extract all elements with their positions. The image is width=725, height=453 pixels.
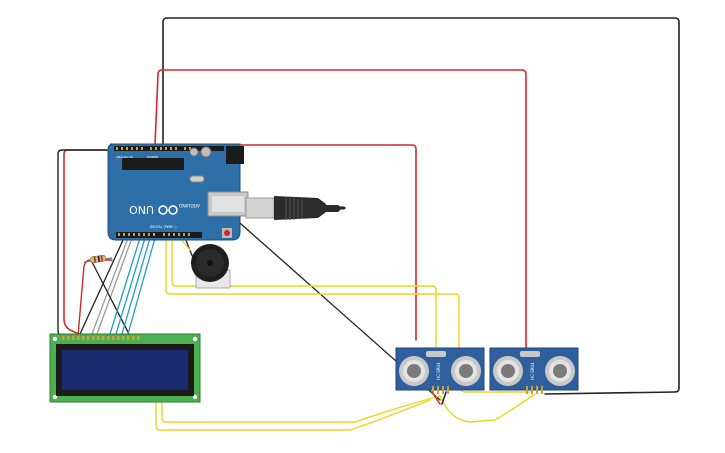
transducer-icon xyxy=(399,356,429,386)
wire-blue-3[interactable] xyxy=(121,237,151,335)
wire-gray-2[interactable] xyxy=(96,237,133,335)
ultrasonic-sensor-1[interactable]: HC-SR04 xyxy=(395,347,485,394)
wire-yellow-4[interactable] xyxy=(161,339,441,423)
digital-header-label: DIGITAL (PWM~) xyxy=(150,225,176,229)
board-brand-label: ARDUINO xyxy=(178,202,200,208)
wire-blue-4[interactable] xyxy=(127,237,156,335)
ultrasonic-sensor-2[interactable]: HC-SR04 xyxy=(489,347,579,394)
microcontroller-chip xyxy=(122,158,184,170)
wire-red-sensor1[interactable] xyxy=(149,144,417,341)
wire-black-loop[interactable] xyxy=(162,17,680,395)
lcd-screen xyxy=(62,350,188,390)
arduino-logo xyxy=(158,205,178,215)
usb-plug[interactable] xyxy=(245,196,341,220)
transducer-icon xyxy=(451,356,481,386)
power-header-label: POWER xyxy=(147,155,158,159)
wire-black-left[interactable] xyxy=(57,149,108,337)
resistor[interactable] xyxy=(83,255,113,263)
wire-red-loop[interactable] xyxy=(154,69,527,386)
wires xyxy=(57,17,680,431)
power-jack xyxy=(226,146,244,164)
wire-blue-1[interactable] xyxy=(109,237,141,335)
transducer-icon xyxy=(493,356,523,386)
wire-yellow-3[interactable] xyxy=(155,339,431,431)
sensor-label: HC-SR04 xyxy=(530,362,535,380)
arduino-board[interactable]: UNO ARDUINO DIGITAL (PWM~) POWER ANALOG … xyxy=(107,143,249,241)
wire-gray-1[interactable] xyxy=(91,237,129,335)
wire-blue-2[interactable] xyxy=(115,237,146,335)
wire-black-lcd[interactable] xyxy=(79,237,125,335)
board-model-label: UNO xyxy=(129,203,154,216)
wire-black-lcd2[interactable] xyxy=(91,261,131,337)
piezo-buzzer[interactable] xyxy=(191,244,231,289)
wire-yellow-2[interactable] xyxy=(171,237,437,386)
sensor-label: HC-SR04 xyxy=(436,362,441,380)
lcd-display[interactable] xyxy=(49,333,201,403)
analog-header-label: ANALOG IN xyxy=(116,155,133,159)
wire-yellow-5[interactable] xyxy=(439,393,536,423)
transducer-icon xyxy=(545,356,575,386)
